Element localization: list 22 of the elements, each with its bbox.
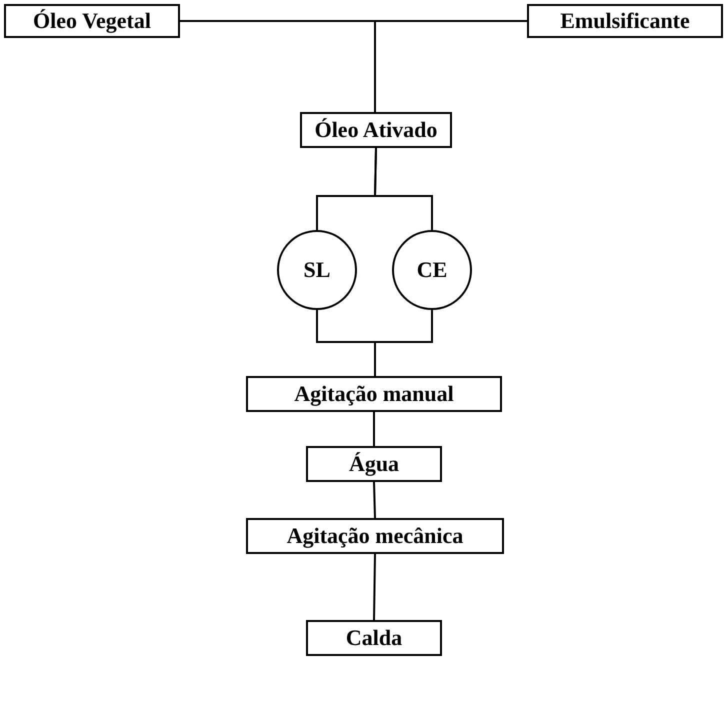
node-label: Calda: [346, 625, 402, 651]
node-label: SL: [304, 257, 330, 283]
process-box: [246, 376, 502, 412]
connector-line: [373, 482, 376, 518]
process-box: [4, 4, 180, 38]
node-label: Água: [348, 451, 400, 477]
node-label: Emulsificante: [560, 8, 690, 34]
connector-line: [373, 412, 375, 446]
connector-line: [374, 20, 527, 112]
node-label: Óleo Ativado: [314, 117, 438, 143]
process-box: [527, 4, 723, 38]
connector-line: [373, 554, 376, 620]
process-box: [246, 518, 504, 554]
process-box: [306, 620, 442, 656]
node-label: Óleo Vegetal: [33, 8, 151, 34]
connector-line: [374, 148, 433, 230]
process-box: [306, 446, 442, 482]
process-box: [300, 112, 452, 148]
node-label: Agitação manual: [294, 381, 454, 407]
node-label: CE: [416, 257, 448, 283]
node-label: Agitação mecânica: [286, 523, 464, 549]
connector-line: [374, 310, 433, 376]
